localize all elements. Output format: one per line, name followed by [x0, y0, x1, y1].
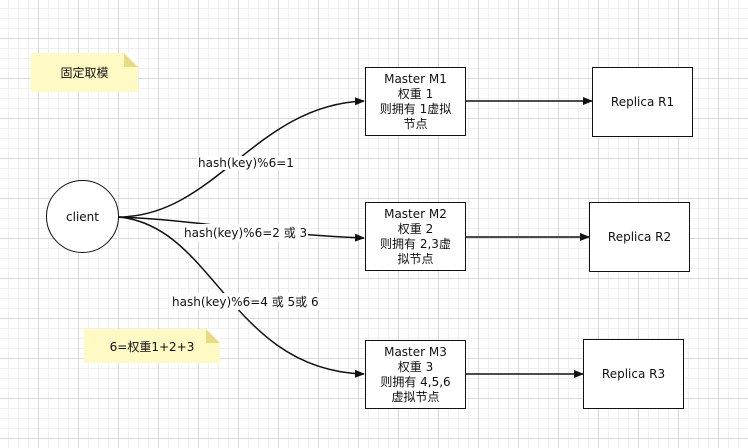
- master-name: Master M3: [384, 344, 447, 359]
- edge-label-m3: hash(key)%6=4 或 5或 6: [171, 293, 320, 310]
- note-weight-sum-text: 6=权重1+2+3: [109, 339, 195, 354]
- client-node[interactable]: client: [46, 180, 119, 253]
- edge-label-m2: hash(key)%6=2 或 3: [183, 224, 309, 241]
- master-weight: 权重 2: [397, 221, 434, 236]
- master-vnodes: 则拥有 2,3虚: [380, 236, 451, 251]
- replica-r1-node[interactable]: Replica R1: [592, 67, 693, 137]
- master-weight: 权重 1: [397, 86, 434, 101]
- note-weight-sum[interactable]: 6=权重1+2+3: [84, 329, 220, 363]
- replica-r3-node[interactable]: Replica R3: [583, 339, 684, 409]
- replica-label: Replica R3: [601, 366, 666, 381]
- master-vnodes: 则拥有 4,5,6: [380, 374, 451, 389]
- master-m3-node[interactable]: Master M3 权重 3 则拥有 4,5,6 虚拟节点: [365, 340, 466, 409]
- replica-label: Replica R2: [607, 229, 672, 244]
- master-vnodes-cont: 虚拟节点: [391, 389, 440, 404]
- note-fixed-modulo-text: 固定取模: [60, 66, 109, 80]
- master-m1-node[interactable]: Master M1 权重 1 则拥有 1虚拟 节点: [365, 67, 466, 136]
- master-name: Master M1: [384, 71, 447, 86]
- master-vnodes-cont: 节点: [403, 116, 428, 131]
- note-fixed-modulo[interactable]: 固定取模: [31, 53, 138, 92]
- master-weight: 权重 3: [397, 359, 434, 374]
- client-label: client: [66, 209, 99, 224]
- master-name: Master M2: [384, 206, 447, 221]
- edge-label-m1: hash(key)%6=1: [197, 156, 295, 170]
- master-m2-node[interactable]: Master M2 权重 2 则拥有 2,3虚 拟节点: [365, 202, 466, 271]
- replica-label: Replica R1: [610, 94, 675, 109]
- master-vnodes: 则拥有 1虚拟: [379, 101, 452, 116]
- master-vnodes-cont: 拟节点: [397, 251, 434, 266]
- replica-r2-node[interactable]: Replica R2: [589, 202, 690, 272]
